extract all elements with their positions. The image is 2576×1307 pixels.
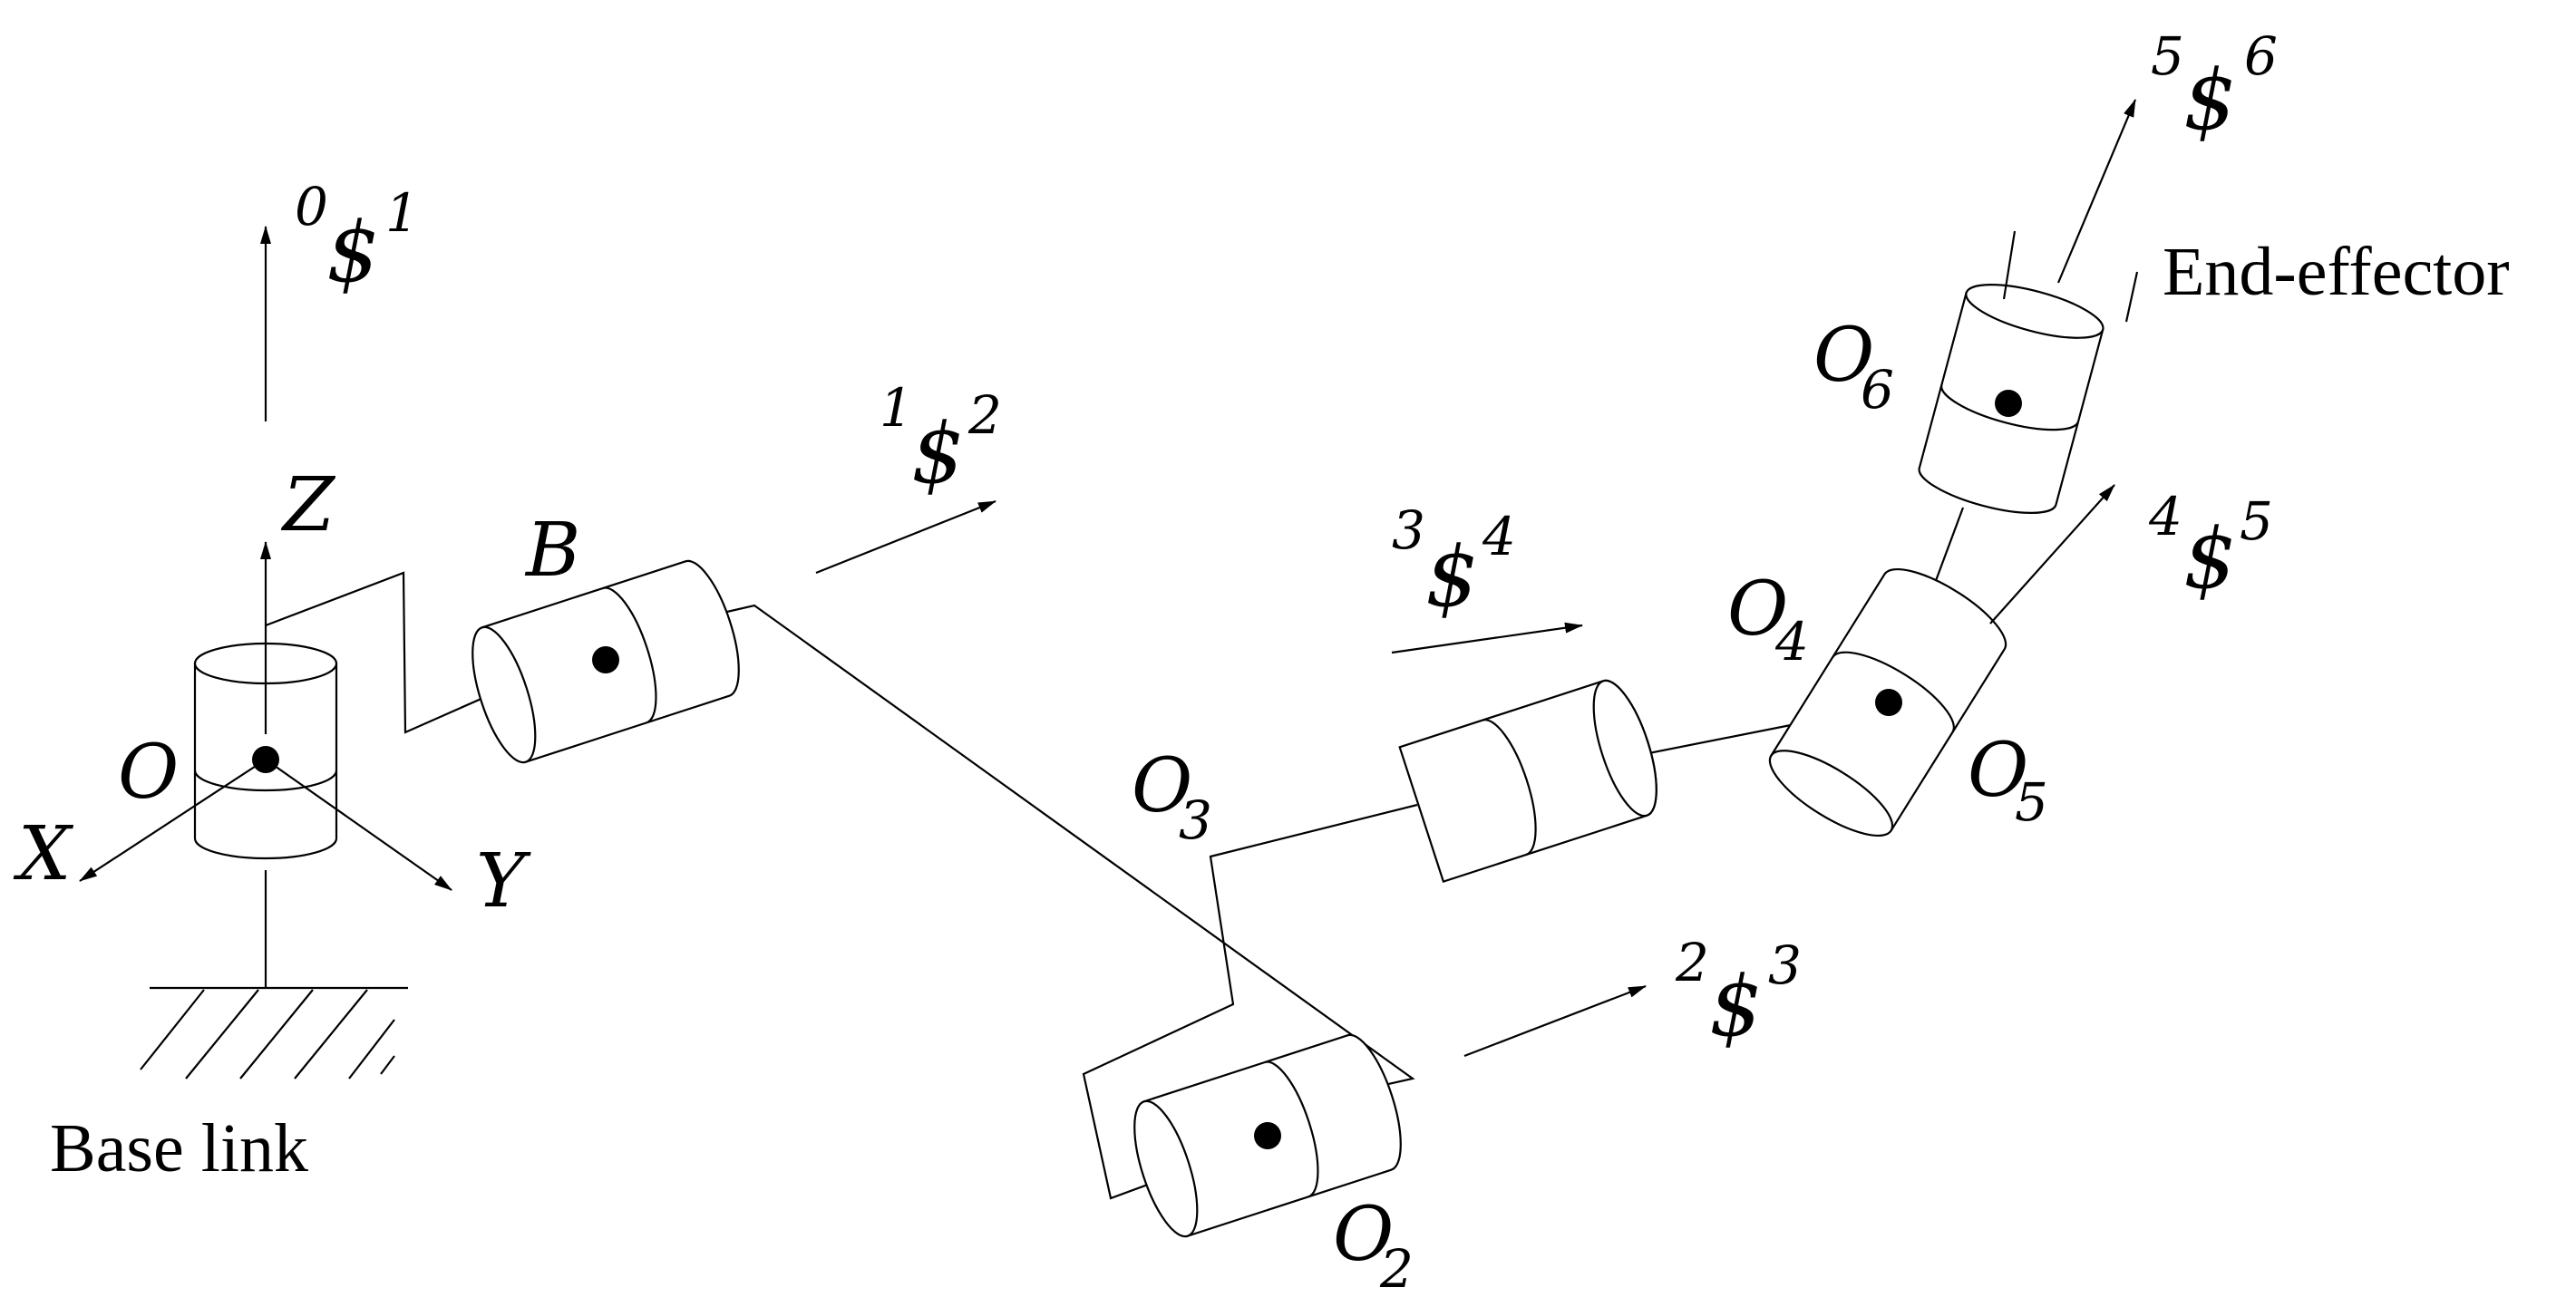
- svg-text:O: O: [1727, 566, 1788, 653]
- point-b-label: B: [524, 508, 580, 594]
- svg-text:4: 4: [1482, 506, 1516, 567]
- screw-arrow-3-4: [1391, 622, 1583, 654]
- svg-text:1: 1: [385, 182, 419, 244]
- end-effector-caption: End-effector: [2163, 234, 2510, 310]
- svg-text:$: $: [911, 405, 965, 502]
- screw-arrow-1-2: [815, 499, 996, 575]
- screw-label-4-5: 4 $ 5: [2148, 486, 2273, 607]
- screw-label-5-6: 5 $ 6: [2151, 25, 2278, 149]
- axis-label-x: X: [13, 811, 74, 897]
- axis-label-y: Y: [476, 838, 531, 925]
- svg-text:5: 5: [2240, 490, 2273, 552]
- screw-arrow-5-6: [2056, 99, 2137, 284]
- svg-text:6: 6: [1861, 359, 1894, 421]
- label-o3: O 3: [1132, 743, 1212, 851]
- joint-dot-b: [592, 646, 619, 673]
- svg-text:$: $: [1425, 528, 1479, 625]
- link-b-to-o2: [706, 604, 1415, 1100]
- joint-o3-cylinder: [1398, 679, 1657, 884]
- svg-text:O: O: [1132, 743, 1192, 829]
- screw-label-0-1: 0 $ 1: [295, 176, 419, 301]
- svg-text:$: $: [2183, 52, 2237, 149]
- svg-text:2: 2: [1379, 1238, 1414, 1300]
- svg-text:O: O: [1968, 728, 2028, 814]
- joint-dot-o5: [1875, 689, 1902, 716]
- svg-text:6: 6: [2244, 25, 2278, 87]
- y-axis-arrow: [265, 759, 452, 891]
- gripper-finger-left: [2002, 230, 2017, 300]
- joint-dot-o6: [1995, 390, 2022, 417]
- screw-label-3-4: 3 $ 4: [1392, 499, 1516, 625]
- svg-text:4: 4: [2148, 486, 2182, 547]
- svg-text:$: $: [2183, 510, 2237, 607]
- origin-label: O: [118, 730, 179, 816]
- svg-text:5: 5: [2015, 771, 2048, 833]
- base-link-caption: Base link: [50, 1110, 308, 1186]
- svg-text:2: 2: [1675, 932, 1709, 993]
- svg-text:$: $: [1709, 958, 1763, 1055]
- svg-text:0: 0: [295, 176, 328, 237]
- svg-text:4: 4: [1774, 611, 1809, 673]
- joint-dot-o2: [1254, 1122, 1281, 1149]
- screw-label-1-2: 1 $ 2: [880, 377, 1002, 502]
- screw-arrow-2-3: [1463, 984, 1647, 1058]
- svg-text:2: 2: [967, 384, 1002, 446]
- svg-text:5: 5: [2151, 25, 2184, 87]
- svg-text:3: 3: [1768, 934, 1802, 996]
- svg-text:O: O: [1333, 1192, 1394, 1278]
- axis-label-z: Z: [280, 462, 336, 548]
- screw-label-2-3: 2 $ 3: [1675, 932, 1802, 1055]
- svg-text:1: 1: [880, 377, 913, 439]
- label-o5: O 5: [1968, 728, 2048, 833]
- svg-text:O: O: [1813, 313, 1874, 399]
- screw-arrow-4-5: [1989, 484, 2115, 624]
- x-axis-arrow: [79, 759, 267, 882]
- gripper-finger-right: [2124, 271, 2139, 323]
- link-base-to-b: [265, 571, 509, 734]
- svg-text:$: $: [326, 204, 380, 301]
- link-o2-to-o3: [1082, 803, 1418, 1200]
- label-o6: O 6: [1813, 313, 1894, 421]
- svg-text:3: 3: [1179, 789, 1212, 851]
- label-o4: O 4: [1727, 566, 1809, 673]
- ground-hatch: [140, 986, 408, 1079]
- label-o2: O 2: [1333, 1192, 1414, 1300]
- svg-text:3: 3: [1392, 499, 1425, 561]
